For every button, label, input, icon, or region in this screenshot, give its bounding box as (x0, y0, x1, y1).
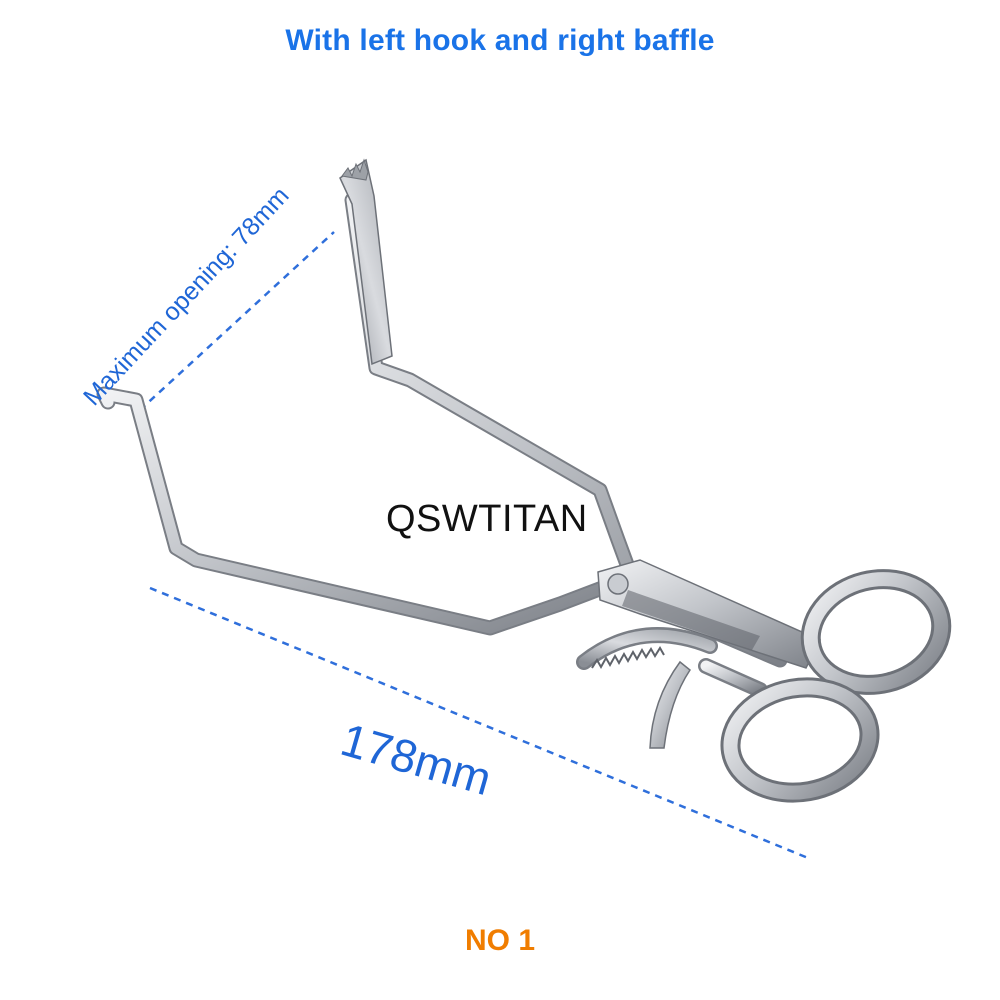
opening-dimension-line (139, 231, 335, 411)
ratchet-release-tab (649, 660, 692, 749)
left-hook-arm (96, 386, 618, 636)
upper-finger-ring (800, 569, 952, 695)
lower-finger-ring (698, 658, 880, 803)
right-baffle-arm (339, 158, 788, 668)
brand-watermark: QSWTITAN (386, 498, 588, 540)
instrument-body (597, 559, 822, 669)
length-dimension-line (149, 586, 809, 860)
model-number: NO 1 (464, 924, 536, 957)
baffle-blade (339, 158, 393, 366)
ratchet-bar (576, 627, 718, 670)
product-title: With left hook and right baffle (285, 24, 715, 57)
